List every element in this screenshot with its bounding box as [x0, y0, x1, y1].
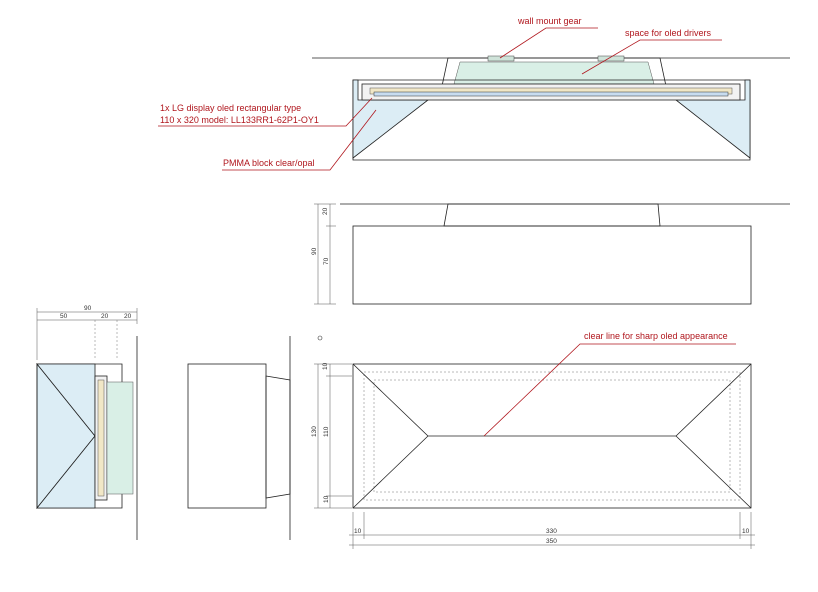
- leader-display: [158, 97, 373, 127]
- driver-space: [453, 61, 655, 85]
- front-inner-dashed: [363, 371, 741, 501]
- leader-clear-line: [483, 343, 736, 437]
- back-view: [187, 336, 291, 540]
- leader-pmma: [222, 109, 377, 171]
- dim-elev-top: 20: [322, 207, 329, 215]
- mount-elevation: [443, 203, 661, 227]
- origin-marker: [317, 335, 323, 341]
- dim-bottom-mid: 330: [546, 528, 557, 535]
- wall-mount-gear: [487, 55, 515, 62]
- dim-elev-total: 90: [311, 247, 318, 255]
- side-view: 90 50 20 20: [36, 305, 138, 540]
- leader-wall-mount: [499, 27, 598, 59]
- front-bevel-bottom: [352, 435, 429, 509]
- front-block: [352, 363, 752, 509]
- callout-wall-mount: wall mount gear: [517, 16, 582, 26]
- block-elevation: [352, 225, 752, 305]
- callout-display-line2: 110 x 320 model: LL133RR1-62P1-OY1: [160, 115, 319, 125]
- dim-side-c: 20: [124, 313, 132, 320]
- leader-oled-drivers: [581, 39, 722, 75]
- elevation-view: 20 90 70: [311, 203, 790, 305]
- dim-front-bottom: 10: [323, 495, 330, 503]
- dim-bottom-left: 10: [354, 528, 362, 535]
- dim-bottom-total: 350: [546, 538, 557, 545]
- back-block: [187, 363, 267, 509]
- back-mount: [265, 375, 291, 499]
- oled-display: [373, 91, 729, 97]
- dim-side-b: 20: [101, 313, 109, 320]
- callout-oled-drivers: space for oled drivers: [625, 28, 712, 38]
- callout-clear-line: clear line for sharp oled appearance: [584, 331, 728, 341]
- dim-side-a: 50: [60, 313, 68, 320]
- front-bevel-top: [352, 363, 752, 437]
- front-inner-dashed-2: [373, 379, 731, 493]
- dim-elev-block: 70: [323, 257, 330, 265]
- dim-front-top: 10: [322, 362, 329, 370]
- side-glass: [106, 381, 134, 495]
- top-section-view: wall mount gear space for oled drivers 1…: [158, 16, 790, 171]
- front-view: clear line for sharp oled appearance 10 …: [311, 331, 755, 549]
- dim-bottom-right: 10: [742, 528, 750, 535]
- callout-pmma: PMMA block clear/opal: [223, 158, 315, 168]
- dim-front-total: 130: [311, 426, 318, 437]
- dim-front-mid: 110: [323, 426, 330, 437]
- callout-display-line1: 1x LG display oled rectangular type: [160, 103, 301, 113]
- dim-side-total: 90: [84, 305, 92, 312]
- wall-mount-gear-right: [597, 55, 625, 62]
